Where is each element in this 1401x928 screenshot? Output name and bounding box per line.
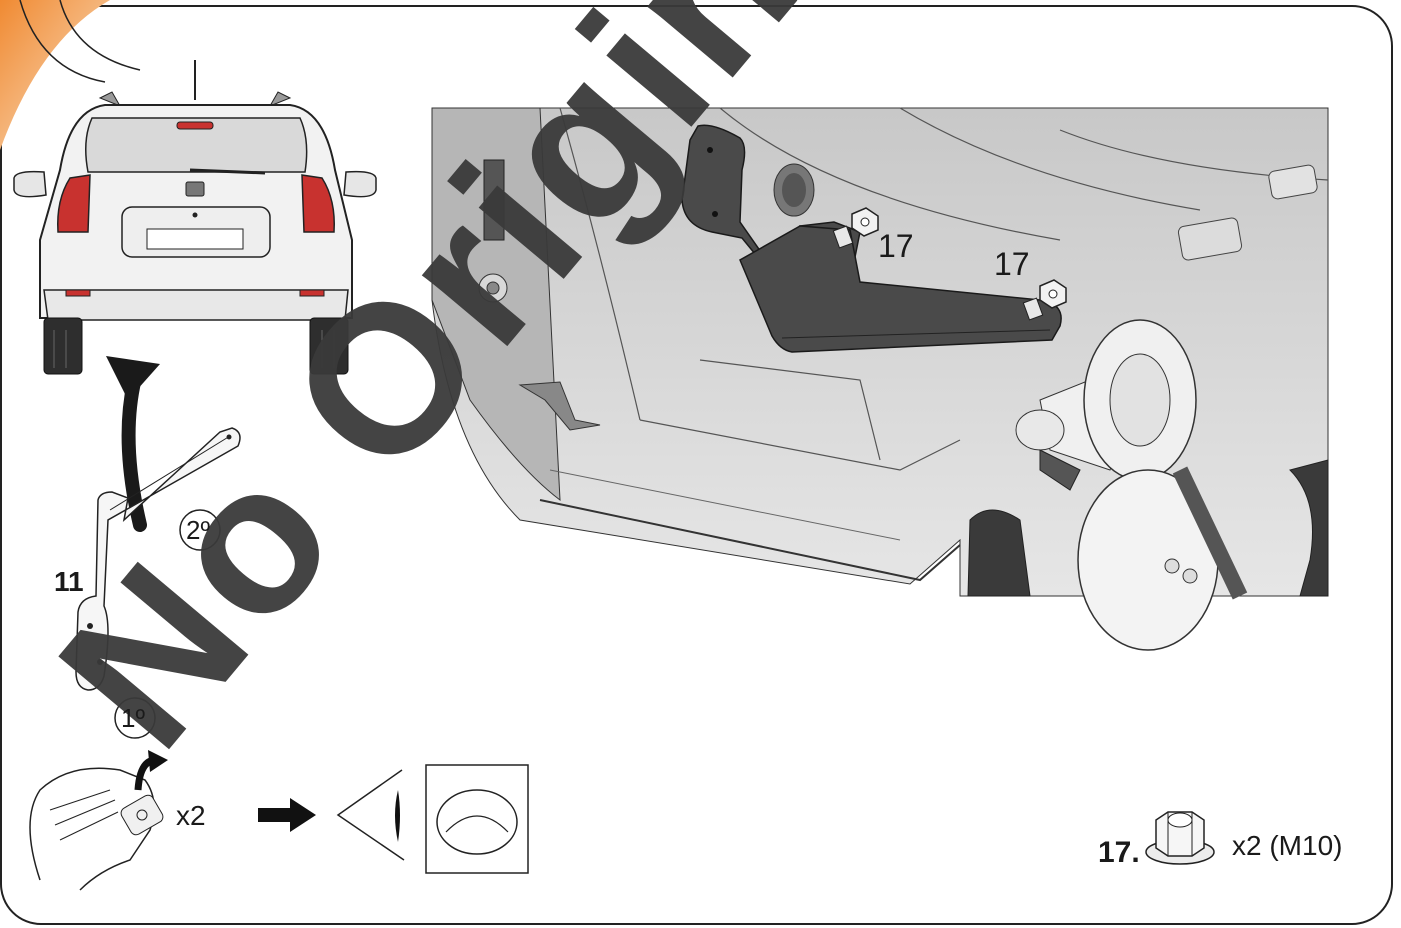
nut-17-lower-icon (1022, 279, 1067, 321)
bracket-part-11 (75, 427, 241, 691)
page-border (0, 5, 1393, 925)
bolt-callout-17b: 17 (994, 246, 1030, 282)
orange-corner-accent (0, 0, 141, 150)
towbar-bracket (681, 124, 1062, 353)
step-2-label: 2º (186, 515, 210, 545)
parts-item-number: 17. (1098, 836, 1140, 869)
arrow-right-icon (258, 798, 316, 832)
part-11-label: 11 (54, 566, 84, 597)
hand-remove-plug-illustration (29, 750, 168, 891)
car-rear-illustration (13, 60, 377, 375)
bolt-callout-17a: 17 (878, 228, 914, 264)
eye-icon (336, 769, 405, 861)
underbody-illustration (431, 107, 1329, 651)
step-1-marker (114, 697, 156, 739)
parts-item-qty: x2 (M10) (1232, 830, 1343, 861)
hole-inspection-panel (425, 764, 529, 874)
hex-flange-nut-icon (1145, 811, 1215, 865)
step-1-label: 1º (121, 703, 145, 733)
nut-17-upper-icon (832, 207, 879, 249)
step-2-marker (179, 509, 221, 551)
removal-qty-label: x2 (176, 800, 206, 831)
